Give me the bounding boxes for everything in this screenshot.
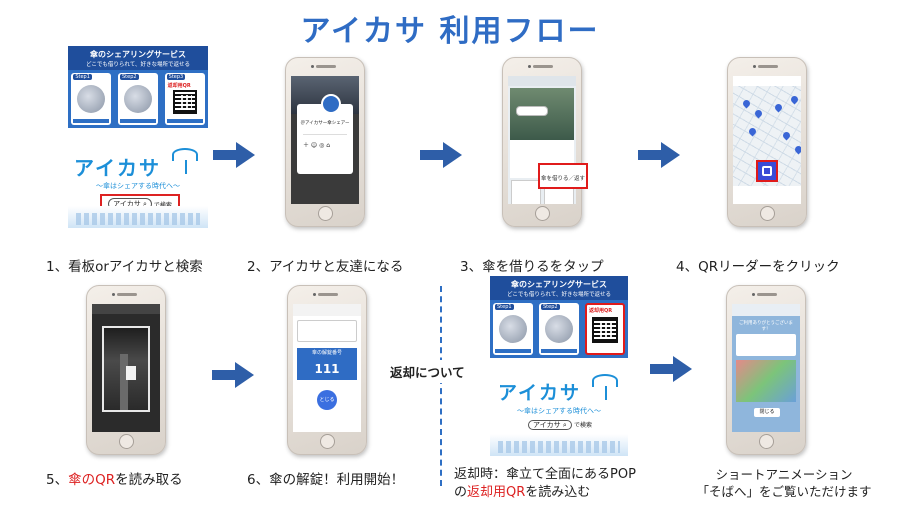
caption-step1: 1、看板orアイカサと検索 xyxy=(46,259,203,275)
search-icon: ⌕ xyxy=(142,200,147,208)
caption-return: 返却時：傘立て全面にあるPOP の返却用QRを読み込む xyxy=(454,467,636,500)
return-poster: 傘のシェアリングサービス どこでも借りられて、好きな場所で返せる Step1 S… xyxy=(490,276,628,456)
step2-card: Step2 xyxy=(117,73,158,125)
friend-name: ＠アイカサー傘シェアー xyxy=(300,121,350,126)
close-button[interactable]: とじる xyxy=(317,390,337,410)
phone-unlock-number: 傘の解錠番号 111 とじる xyxy=(287,285,367,455)
return-label: 返却について xyxy=(390,360,465,383)
unlock-label: 傘の解錠番号 xyxy=(297,348,357,358)
phone-line-friend: ＠アイカサー傘シェアー ＋ ☺ ◎ ⌂ xyxy=(285,57,365,227)
page-title: アイカサ 利用フロー xyxy=(300,14,600,49)
caption-step5: 5、傘のQRを読み取る xyxy=(46,472,183,488)
arrow-right-icon xyxy=(650,356,692,382)
arrow-right-icon xyxy=(638,142,680,168)
arrow-right-icon xyxy=(420,142,462,168)
caption-step2: 2、アイカサと友達になる xyxy=(247,259,404,275)
rent-button-highlight[interactable]: 傘を借りる／返す xyxy=(538,163,588,189)
add-friend-icon[interactable]: ＋ ☺ ◎ ⌂ xyxy=(303,142,331,149)
arrow-right-icon xyxy=(212,362,254,388)
poster-slogan: ～傘はシェアする時代へ～ xyxy=(96,182,180,190)
return-qr-code xyxy=(172,90,197,114)
umbrella-logo-icon xyxy=(172,148,198,175)
anime-thanks: ご利用ありがとうございます！ xyxy=(739,321,793,332)
close-anime-button[interactable]: 閉じる xyxy=(754,408,780,417)
step3-card: Step3 返却用QR xyxy=(164,73,205,125)
anime-thumbnail[interactable] xyxy=(736,360,796,402)
unlock-number: 111 xyxy=(297,358,357,380)
umbrella-share-poster: 傘のシェアリングサービス どこでも借りられて、好きな場所で返せる Step1 S… xyxy=(68,46,208,228)
phone-map-qr-reader xyxy=(727,57,807,227)
divider xyxy=(440,286,442,486)
caption-anime: ショートアニメーション 「そばへ」をご覧いただけます xyxy=(696,467,872,499)
return-qr-highlight: 返却用QR xyxy=(585,303,625,355)
umbrella-logo-icon xyxy=(592,374,618,401)
phone-short-anime: ご利用ありがとうございます！ 閉じる xyxy=(726,285,806,455)
caption-step6: 6、傘の解錠！利用開始！ xyxy=(247,472,405,488)
avatar xyxy=(321,94,341,114)
poster-brand: アイカサ xyxy=(74,156,161,180)
return-qr-label: 返却用QR xyxy=(167,83,191,89)
caption-step4: 4、QRリーダーをクリック xyxy=(676,259,840,275)
umbrella-qr-tag xyxy=(126,366,136,380)
step1-card: Step1 xyxy=(71,73,112,125)
phone-rent-menu xyxy=(502,57,582,227)
return-qr-code xyxy=(592,317,618,343)
poster-service-title: 傘のシェアリングサービス xyxy=(90,50,186,59)
caption-step3: 3、傘を借りるをタップ xyxy=(460,259,604,275)
qr-reader-button[interactable] xyxy=(756,160,778,182)
phone-camera-scan xyxy=(86,285,166,455)
qr-scan-icon xyxy=(762,166,772,176)
poster-service-sub: どこでも借りられて、好きな場所で返せる xyxy=(86,62,190,68)
arrow-right-icon xyxy=(213,142,255,168)
search-box: アイカサ ⌕ で検索 xyxy=(528,420,592,430)
